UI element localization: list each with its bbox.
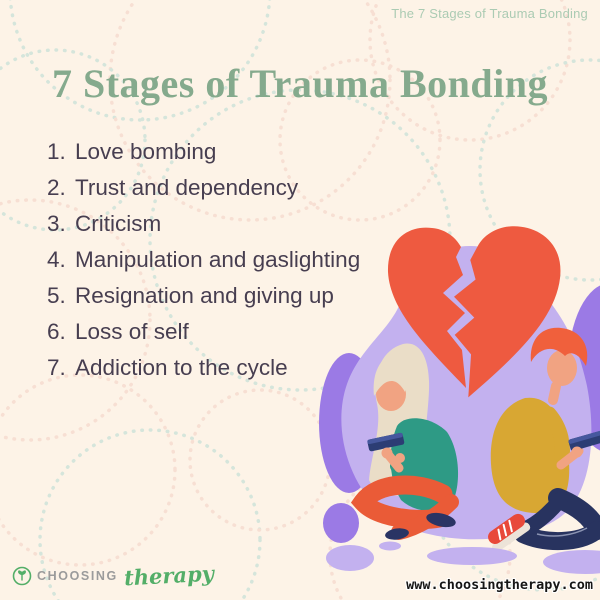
man-neck	[548, 381, 561, 405]
stage-item: Resignation and giving up	[72, 278, 404, 314]
logo-text-therapy: therapy	[123, 560, 215, 591]
stage-item: Criticism	[72, 206, 404, 242]
couple-illustration	[319, 226, 600, 574]
stage-item: Manipulation and gaslighting	[72, 242, 404, 278]
stage-item: Addiction to the cycle	[72, 350, 404, 386]
smartphone-icon	[367, 432, 405, 452]
woman-hand	[381, 447, 393, 459]
woman-face	[376, 377, 406, 411]
smartphone-icon	[568, 430, 600, 451]
logo-text-choosing: CHOOSING	[37, 568, 118, 583]
website-url: www.choosingtherapy.com	[406, 577, 593, 593]
man-face	[547, 350, 577, 386]
woman-figure	[350, 343, 459, 540]
brand-logo: CHOOSING therapy	[12, 560, 215, 591]
man-sneaker	[488, 513, 531, 553]
woman-flat-shoe	[426, 512, 456, 528]
man-jeans-shin	[514, 521, 600, 550]
broken-heart-icon	[387, 226, 561, 398]
leaf-circle-icon	[12, 566, 32, 585]
man-figure	[488, 327, 600, 553]
page-title: 7 Stages of Trauma Bonding	[51, 61, 549, 106]
woman-hand	[395, 453, 405, 463]
header-label: The 7 Stages of Trauma Bonding	[391, 6, 588, 21]
stages-list: Love bombingTrust and dependencyCriticis…	[36, 134, 404, 386]
man-hair	[530, 327, 588, 366]
woman-flat-shoe	[385, 528, 409, 540]
stage-item: Trust and dependency	[72, 170, 404, 206]
purple-puddles	[326, 541, 600, 574]
stage-item: Loss of self	[72, 314, 404, 350]
woman-hair-front	[373, 353, 426, 396]
jeans-highlight	[536, 527, 588, 537]
man-hand	[571, 446, 583, 458]
stage-item: Love bombing	[72, 134, 404, 170]
